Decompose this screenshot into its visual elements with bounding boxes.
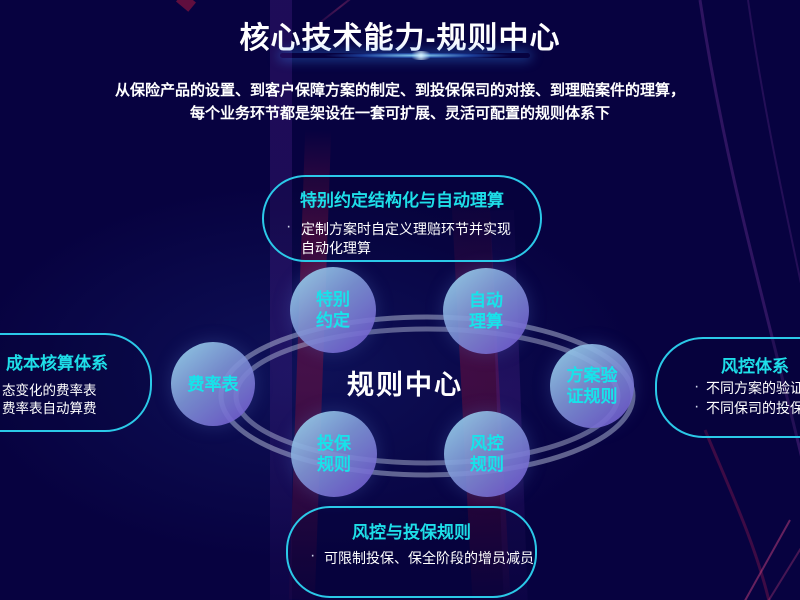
callout-cost-accounting: 成本核算体系 态变化的费率表 费率表自动算费 [0, 333, 152, 432]
subtitle-line-2: 每个业务环节都是架设在一套可扩展、灵活可配置的规则体系下 [189, 105, 610, 122]
node-auto-adjustment: 自动 理算 [443, 268, 529, 354]
center-label: 规则中心 [347, 370, 463, 400]
node-rate-table: 费率表 [171, 342, 255, 426]
title-glow-line [280, 53, 530, 58]
node-underwriting-rules: 投保 规则 [291, 411, 377, 497]
callout-risk-system: 风控体系 · 不同方案的验证规 · 不同保司的投保规 [655, 337, 800, 438]
node-label: 方案验 证规则 [566, 366, 618, 406]
bullet-dot: · [694, 398, 700, 415]
bullet-dot: · [286, 218, 292, 235]
bullet-dot: · [310, 547, 316, 564]
callout-bullet: 不同保司的投保规 [706, 400, 800, 416]
callout-title: 风控与投保规则 [352, 523, 471, 542]
callout-bullet: 不同方案的验证规 [706, 380, 800, 396]
subtitle: 从保险产品的设置、到客户保障方案的制定、到投保保司的对接、到理赔案件的理算， 每… [0, 79, 800, 125]
callout-title: 特别约定结构化与自动理算 [300, 191, 504, 210]
node-special-terms: 特别 约定 [290, 267, 376, 353]
node-plan-verification: 方案验 证规则 [550, 344, 634, 428]
title-glow-core [408, 51, 434, 60]
callout-risk-underwriting: 风控与投保规则 · 可限制投保、保全阶段的增员减员 [286, 506, 537, 598]
callout-special-terms: 特别约定结构化与自动理算 · 定制方案时自定义理赔环节并实现 自动化理算 [262, 175, 542, 262]
page-title: 核心技术能力-规则中心 [239, 22, 561, 55]
node-label: 投保 规则 [317, 434, 351, 474]
bullet-dot: · [694, 378, 700, 395]
callout-bullet: 费率表自动算费 [2, 401, 97, 416]
node-label: 自动 理算 [469, 291, 503, 331]
callout-bullet: 态变化的费率表 [2, 383, 97, 398]
callout-title: 风控体系 [721, 357, 789, 376]
node-label: 特别 约定 [316, 290, 350, 330]
node-label: 风控 规则 [470, 434, 504, 474]
node-risk-control-rules: 风控 规则 [444, 411, 530, 497]
callout-bullet: 定制方案时自定义理赔环节并实现 自动化理算 [301, 221, 511, 256]
callout-bullet: 可限制投保、保全阶段的增员减员 [324, 550, 534, 566]
callout-title: 成本核算体系 [6, 354, 108, 373]
node-label: 费率表 [187, 374, 239, 394]
subtitle-line-1: 从保险产品的设置、到客户保障方案的制定、到投保保司的对接、到理赔案件的理算， [114, 82, 685, 99]
